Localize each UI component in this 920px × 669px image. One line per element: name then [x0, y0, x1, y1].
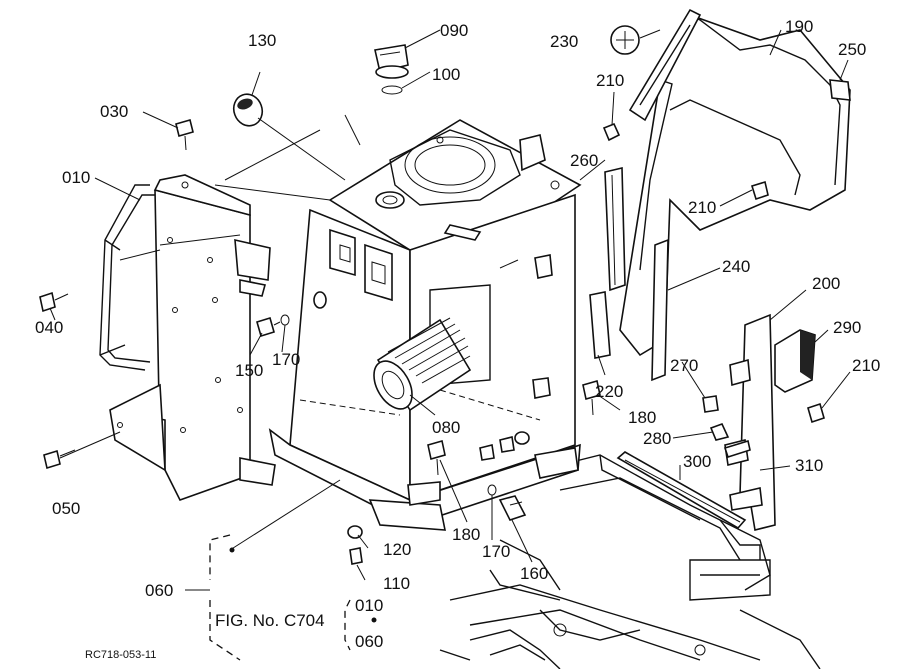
callout-040: 040: [35, 318, 63, 337]
callout-210-mid: 210: [688, 198, 716, 217]
callout-270: 270: [670, 356, 698, 375]
callout-230: 230: [550, 32, 578, 51]
callout-240: 240: [722, 257, 750, 276]
callout-210-right: 210: [852, 356, 880, 375]
callout-280: 280: [643, 429, 671, 448]
callout-170-left: 170: [272, 350, 300, 369]
callout-290: 290: [833, 318, 861, 337]
callout-110: 110: [383, 574, 410, 593]
figure-number: FIG. No. C704: [215, 611, 325, 630]
callout-200: 200: [812, 274, 840, 293]
callout-210-top: 210: [596, 71, 624, 90]
callout-080: 080: [432, 418, 460, 437]
callout-160: 160: [520, 564, 548, 583]
callout-130: 130: [248, 31, 276, 50]
fasteners: [39, 25, 640, 565]
callout-220: 220: [595, 382, 623, 401]
callout-labels: 130 090 100 230 190 250 210 030 010 260 …: [35, 17, 880, 600]
callout-090: 090: [440, 21, 468, 40]
callout-100: 100: [432, 65, 460, 84]
chassis-frame: [439, 454, 821, 669]
callout-190: 190: [785, 17, 813, 36]
figure-ref-060: 060: [355, 632, 383, 651]
callout-260: 260: [570, 151, 598, 170]
reference-group-bracket: [185, 534, 377, 661]
callout-250: 250: [838, 40, 866, 59]
filter-element: [373, 317, 472, 412]
callout-060: 060: [145, 581, 173, 600]
left-bracket: [99, 174, 276, 501]
callout-120: 120: [383, 540, 411, 559]
callout-030: 030: [100, 102, 128, 121]
callout-150: 150: [235, 361, 263, 380]
callout-180-right: 180: [628, 408, 656, 427]
drawing-code: RC718-053-11: [85, 649, 156, 661]
callout-010: 010: [62, 168, 90, 187]
callout-170-bottom: 170: [482, 542, 510, 561]
callout-180-bottom: 180: [452, 525, 480, 544]
callout-050: 050: [52, 499, 80, 518]
callout-310: 310: [795, 456, 823, 475]
tank-body: [268, 119, 582, 531]
figure-reference: FIG. No. C704 010 060: [215, 596, 383, 651]
figure-ref-010: 010: [355, 596, 383, 615]
callout-300: 300: [683, 452, 711, 471]
leader-lines: [49, 29, 851, 581]
right-cover-panels: [589, 8, 851, 531]
